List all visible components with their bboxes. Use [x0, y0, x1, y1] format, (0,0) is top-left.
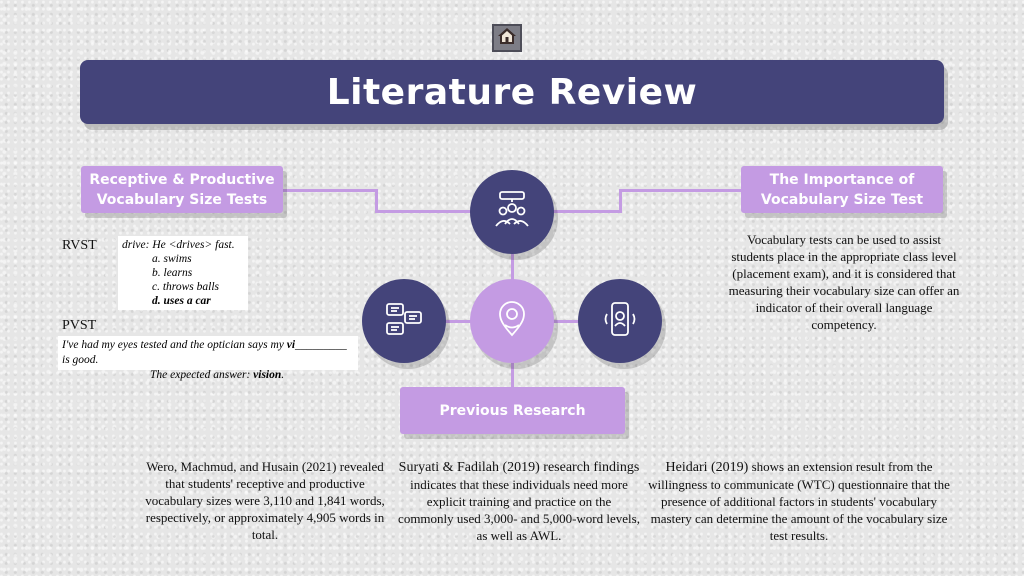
phone-circle	[578, 279, 662, 363]
receptive-productive-tag: Receptive & Productive Vocabulary Size T…	[81, 166, 283, 213]
chat-bubbles-icon	[384, 299, 424, 344]
pvst-example: I've had my eyes tested and the optician…	[58, 336, 358, 381]
smartphone-icon	[600, 299, 640, 344]
rvst-option: a. swims	[152, 253, 192, 265]
tag-label: Previous Research	[439, 402, 586, 419]
tag-label: The Importance of	[769, 171, 915, 188]
pvst-answer-value: vision	[253, 369, 282, 381]
pvst-sentence-start: I've had my eyes tested and the optician…	[62, 339, 287, 351]
pvst-sentence-end: _________ is good.	[62, 339, 347, 366]
tag-label: Vocabulary Size Tests	[96, 191, 268, 208]
connector-line	[283, 189, 377, 192]
pvst-sentence-bold: vi	[286, 339, 296, 351]
rvst-example: drive: He <drives> fast. a. swims b. lea…	[118, 236, 248, 310]
tag-label: Receptive & Productive	[89, 171, 275, 188]
research-item-suryati: Suryati & Fadilah (2019) research findin…	[398, 458, 640, 544]
page-title: Literature Review	[326, 71, 698, 113]
previous-research-tag: Previous Research	[400, 387, 625, 434]
connector-line	[375, 210, 472, 213]
research-item-heidari: Heidari (2019) shows an extension result…	[646, 458, 952, 544]
connector-line	[511, 254, 514, 280]
research-lead: Suryati & Fadilah (2019) research findin…	[398, 460, 640, 475]
connector-line	[552, 210, 622, 213]
chat-circle	[362, 279, 446, 363]
pvst-answer-prefix: The expected answer:	[150, 369, 254, 381]
rvst-label: RVST	[62, 238, 97, 253]
research-rest: indicates that these individuals need mo…	[398, 477, 640, 543]
research-rest: shows an extension result from the willi…	[648, 459, 950, 543]
connector-line	[619, 189, 622, 213]
connector-line	[375, 189, 378, 212]
rvst-option-correct: d. uses a car	[152, 295, 211, 307]
pvst-sentence: I've had my eyes tested and the optician…	[62, 338, 354, 368]
home-icon	[497, 27, 517, 50]
rvst-option: b. learns	[152, 267, 193, 279]
research-item-wero: Wero, Machmud, and Husain (2021) reveale…	[145, 459, 385, 542]
importance-description: Vocabulary tests can be used to assist s…	[728, 232, 960, 332]
importance-tag: The Importance of Vocabulary Size Test	[741, 166, 943, 213]
title-banner: Literature Review	[80, 60, 944, 124]
connector-line	[444, 320, 472, 323]
pvst-answer: The expected answer: vision.	[150, 369, 285, 381]
rvst-prompt: drive: He <drives> fast.	[122, 239, 235, 251]
students-discussion-icon	[492, 190, 532, 235]
location-circle	[470, 279, 554, 363]
location-pin-icon	[492, 299, 532, 344]
students-circle	[470, 170, 554, 254]
research-lead: Heidari (2019)	[665, 460, 749, 475]
home-button[interactable]	[492, 24, 522, 52]
connector-line	[511, 362, 514, 388]
tag-label: Vocabulary Size Test	[760, 191, 924, 208]
connector-line	[552, 320, 580, 323]
rvst-option: c. throws balls	[152, 281, 219, 293]
pvst-label: PVST	[62, 318, 97, 333]
connector-line	[619, 189, 741, 192]
